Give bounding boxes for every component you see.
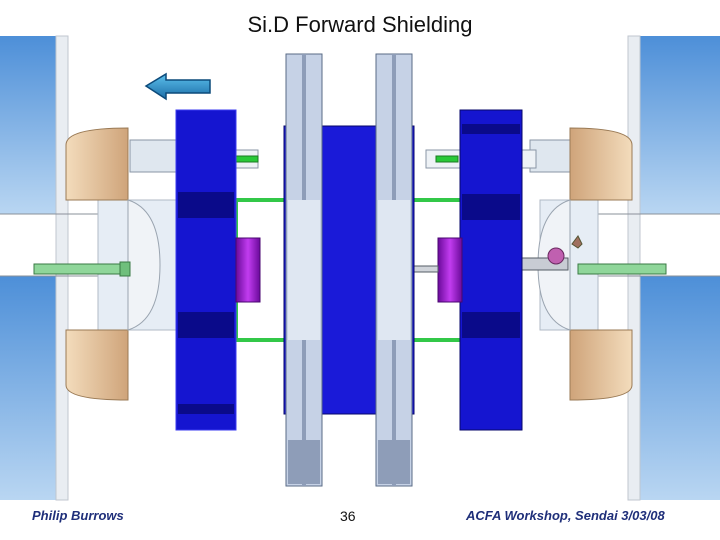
slide-title: Si.D Forward Shielding — [247, 12, 473, 37]
footer-page-number: 36 — [340, 508, 356, 524]
magnet-right — [407, 237, 463, 303]
pillar-right — [375, 53, 413, 487]
direction-arrow-icon — [144, 72, 211, 101]
magnet-left — [235, 237, 261, 303]
endcap-detector-right — [459, 109, 523, 431]
forward-shield-left — [65, 127, 161, 401]
footer-author: Philip Burrows — [32, 508, 124, 523]
endcap-detector-left — [175, 109, 237, 431]
pillar-left — [285, 53, 323, 487]
footer-event: ACFA Workshop, Sendai 3/03/08 — [466, 508, 665, 523]
